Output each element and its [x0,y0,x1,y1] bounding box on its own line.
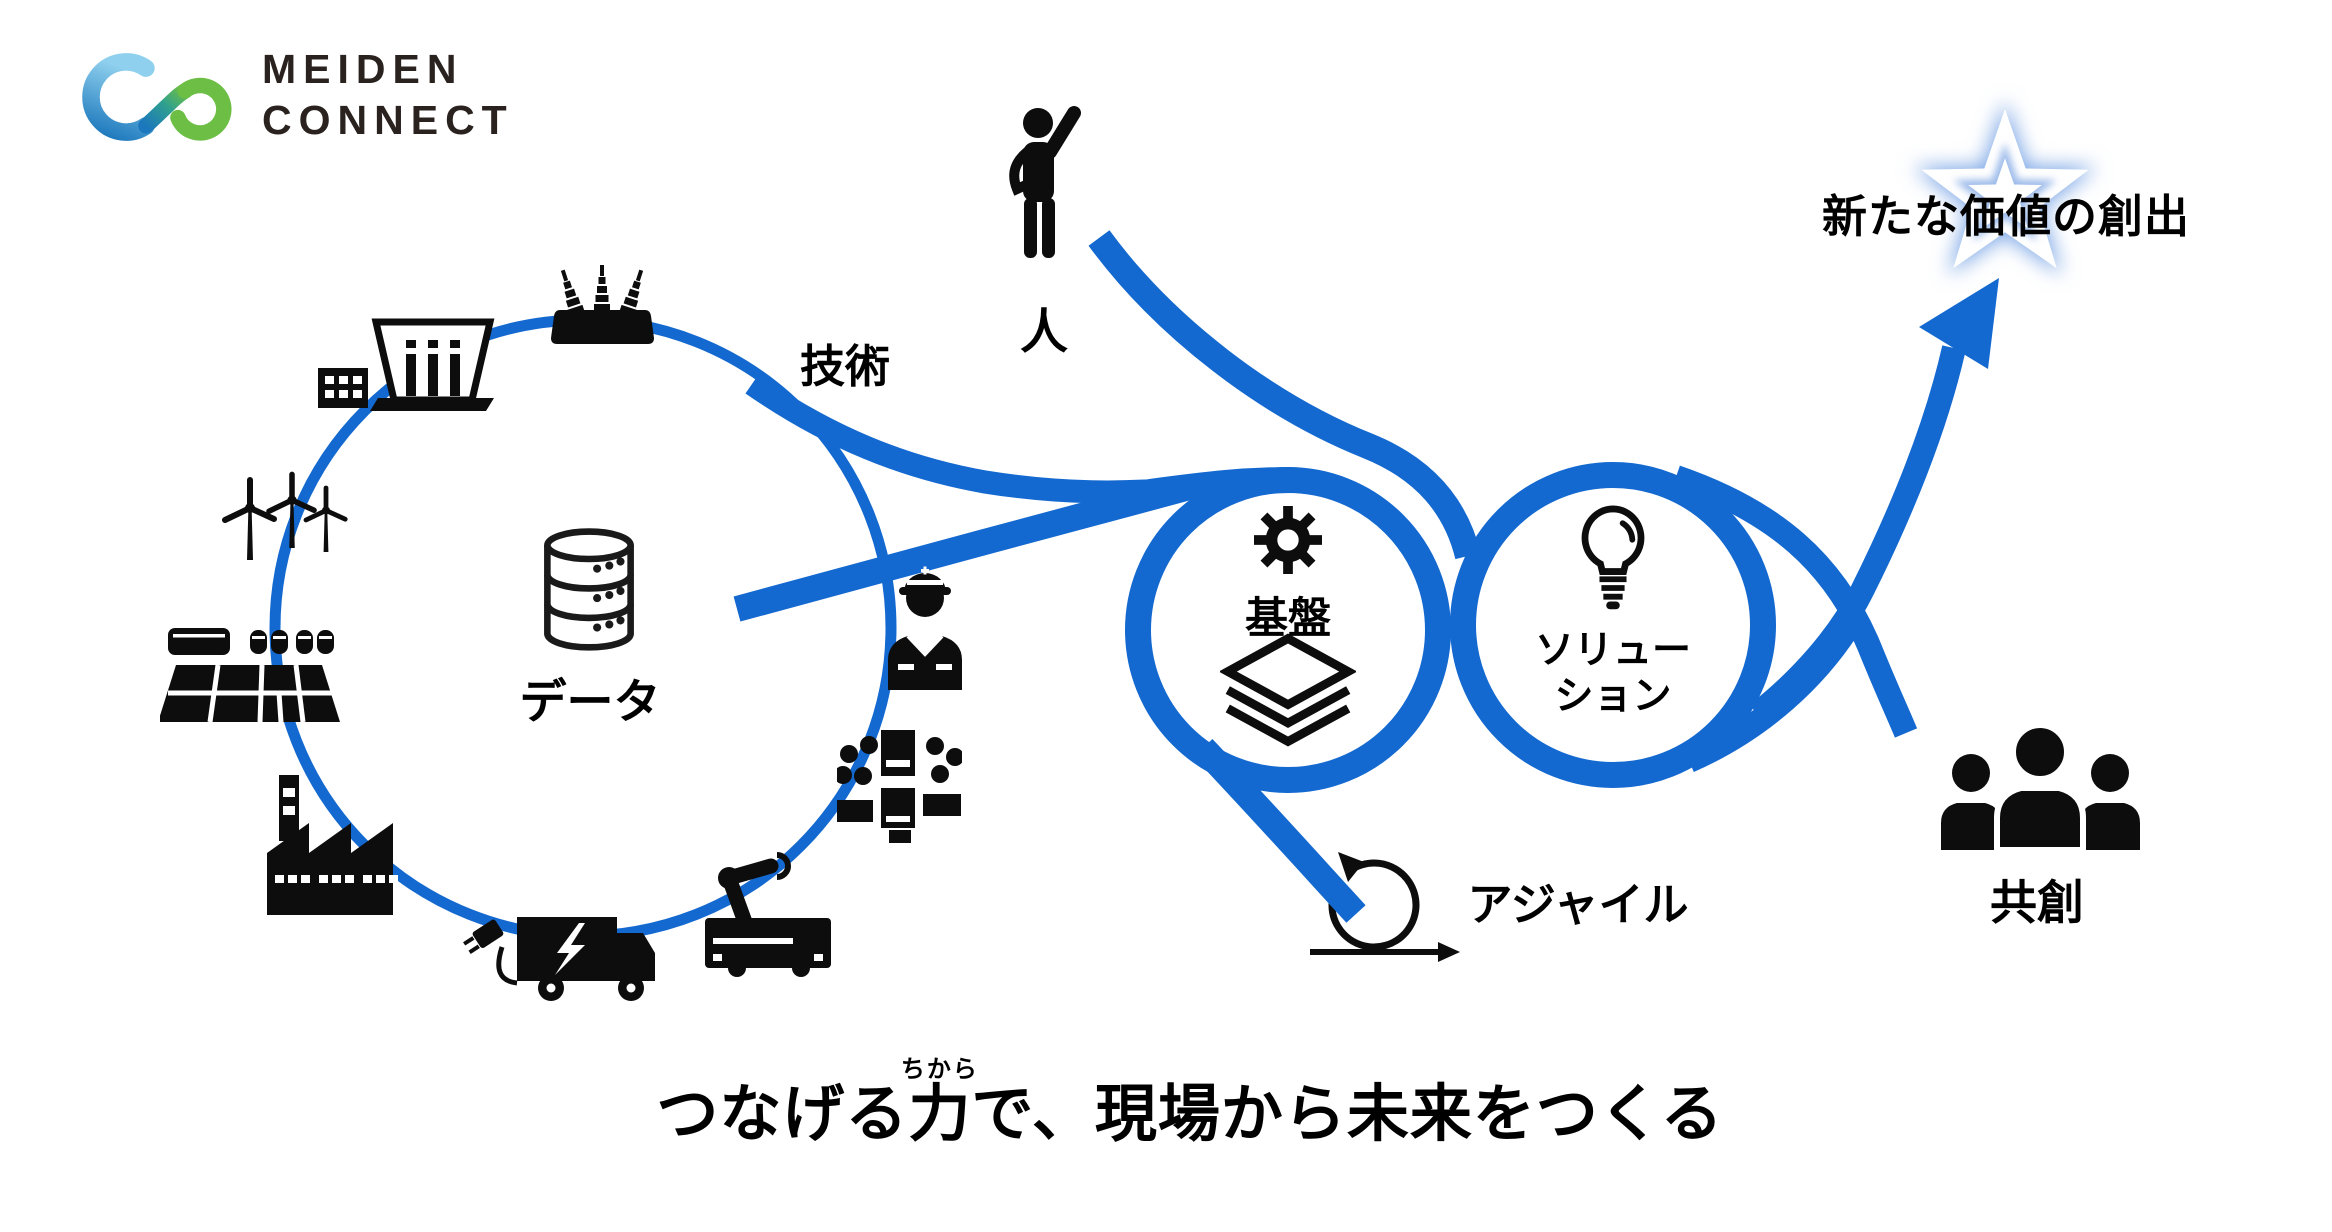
wind-turbines-icon [222,471,348,560]
gear-icon [1254,506,1322,574]
person-flow-line [1088,230,1481,560]
platform-label: 基盤 [1245,595,1331,643]
database-icon [544,528,634,651]
plant-aerial-icon [837,730,962,843]
co-creation-label: 共創 [1990,876,2084,929]
new-value-arrowhead [1919,278,1999,369]
lightbulb-icon [1581,505,1645,610]
transformer-icon [551,265,654,344]
agile-tail-line [1193,739,1366,923]
factory-icon [267,775,398,915]
robot-arm-icon [705,852,831,977]
person-icon [1009,106,1081,258]
technology-flow-line [745,374,1188,504]
people-group-icon [1941,723,2140,850]
data-flow-line [733,475,1190,622]
hydro-dam-icon [318,318,495,411]
solution-ring [1450,462,1776,788]
meiden-connect-logo-icon [82,53,232,141]
logo-line2: CONNECT [262,97,514,144]
ev-truck-icon [463,917,655,1001]
tagline: つなげる力ちからで、現場から未来をつくる [656,1056,1723,1153]
person-label: 人 [1019,306,1069,359]
new-value-label: 新たな価値の創出 [1821,191,2191,242]
agile-label: アジャイル [1467,879,1689,930]
tagline-ruby-base: 力 [900,1080,979,1149]
field-worker-icon [888,566,962,690]
tagline-after: で、現場から未来をつくる [971,1080,1724,1149]
tagline-ruby: 力ちから [901,1056,978,1149]
platform-ring [1125,467,1451,793]
technology-label: 技術 [799,341,891,392]
data-label: データ [519,675,661,728]
star-icon [1912,100,2098,276]
solar-storage-icon [160,628,340,723]
new-value-arrow-line [1749,345,1966,724]
solution-label: ソリューション [1534,629,1691,719]
logo-wordmark: MEIDEN CONNECT [262,44,514,147]
logo-line1: MEIDEN [262,46,464,92]
layers-icon [1220,633,1356,747]
tagline-furigana: ちから [900,1056,979,1083]
tagline-before: つなげる [656,1080,909,1149]
agile-loop-icon [1310,852,1460,962]
